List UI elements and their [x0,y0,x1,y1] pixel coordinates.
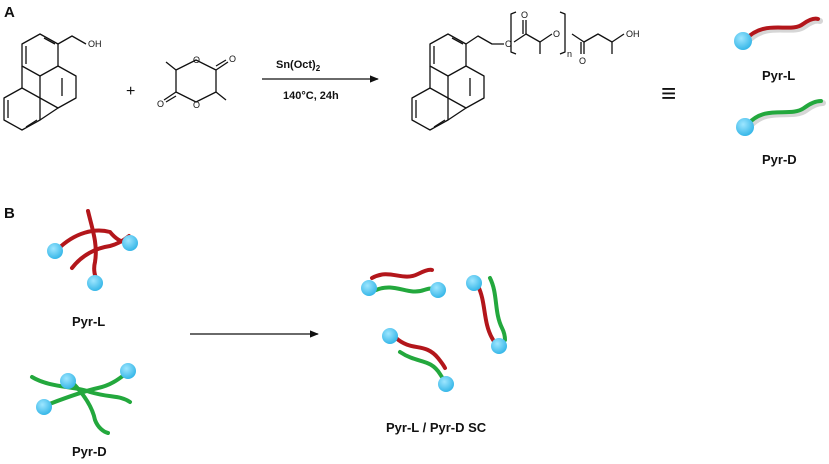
pyr-d-cartoon [736,99,826,136]
equivalence-symbol: ≡ [661,78,676,108]
lactide-carbonyl-oxygen-left: O [157,99,164,109]
pyr-d-tangle-label: Pyr-D [72,444,107,459]
lactide-structure [163,59,229,103]
lactide-carbonyl-oxygen-right: O [229,54,236,64]
carbonyl-oxygen-2: O [579,56,586,66]
lactide-ring-oxygen-top: O [193,55,200,65]
panel-label-b: B [4,205,15,222]
ester-oxygen-2: O [553,29,560,39]
plus-sign: + [126,83,135,100]
repeat-unit-n: n [567,49,572,59]
pyr-d-label: Pyr-D [762,152,797,167]
conditions-label: 140°C, 24h [283,90,339,102]
pyr-l-tangle-cartoon [47,209,138,291]
pyr-l-cartoon [734,16,823,50]
carbonyl-oxygen-1: O [521,10,528,20]
stereocomplex-pair-2 [466,275,507,354]
catalyst-label: Sn(Oct)2 [276,59,321,73]
pyr-d-tangle-cartoon [30,363,136,435]
pyr-l-tangle-label: Pyr-L [72,314,105,329]
panel-label-a: A [4,4,15,21]
terminal-oh-label: OH [626,29,640,39]
ester-oxygen-1: O [505,39,512,49]
oh-label: OH [88,39,102,49]
pyr-l-label: Pyr-L [762,68,795,83]
pyrenemethanol-structure [3,33,87,131]
lactide-ring-oxygen-bottom: O [193,100,200,110]
stereocomplex-pair-3 [382,328,454,392]
pyrene-pla-structure [411,11,625,131]
stereocomplex-pair-1 [361,267,446,298]
stereocomplex-label: Pyr-L / Pyr-D SC [386,420,487,435]
